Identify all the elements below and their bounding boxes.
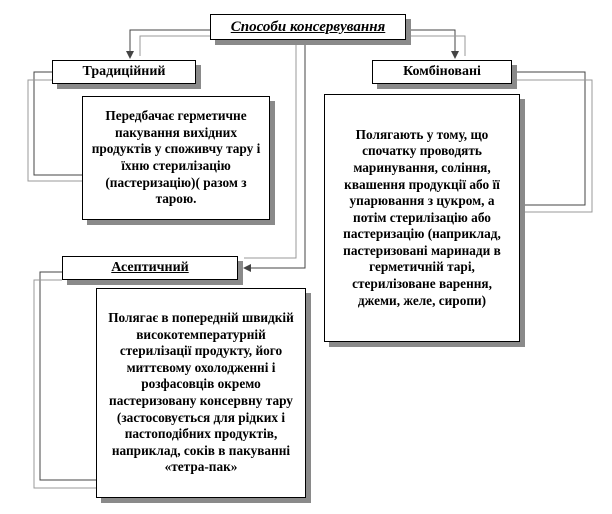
category-combined-description-box: Полягають у тому, що спочатку проводять … xyxy=(324,94,520,342)
connector-title-to-aseptic xyxy=(243,40,306,272)
category-aseptic-header: Асептичний xyxy=(62,256,238,280)
category-aseptic-description-box: Полягає в попередній швидкій високотемпе… xyxy=(96,288,306,498)
connector-traditional-loop xyxy=(33,71,82,176)
category-combined-label: Комбіновані xyxy=(403,64,481,79)
category-aseptic-description: Полягає в попередній швидкій високотемпе… xyxy=(108,310,294,475)
connector-title-shadow-left xyxy=(139,35,215,56)
connector-title-to-aseptic-shadow xyxy=(244,40,297,259)
connector-title-to-combined xyxy=(405,29,459,59)
connector-aseptic-loop xyxy=(39,271,96,481)
diagram-title-box: Способи консервування xyxy=(210,14,406,40)
connector-title-shadow-right xyxy=(410,35,466,56)
category-traditional-header: Традиційний xyxy=(52,60,196,84)
category-combined-description: Полягають у тому, що спочатку проводять … xyxy=(343,126,501,308)
diagram-title: Способи консервування xyxy=(230,18,386,35)
connector-traditional-loop-outer xyxy=(27,79,82,182)
category-combined-header: Комбіновані xyxy=(372,60,512,84)
connector-aseptic-loop-outer xyxy=(33,279,96,489)
category-traditional-description-box: Передбачає герметичне пакування вихідних… xyxy=(82,96,270,220)
connector-combined-loop-outer xyxy=(512,79,593,213)
connector-combined-loop xyxy=(512,71,586,206)
category-traditional-description: Передбачає герметичне пакування вихідних… xyxy=(91,108,261,207)
category-aseptic-label: Асептичний xyxy=(111,260,189,275)
connector-title-to-traditional xyxy=(126,29,210,59)
category-traditional-label: Традиційний xyxy=(82,64,166,79)
